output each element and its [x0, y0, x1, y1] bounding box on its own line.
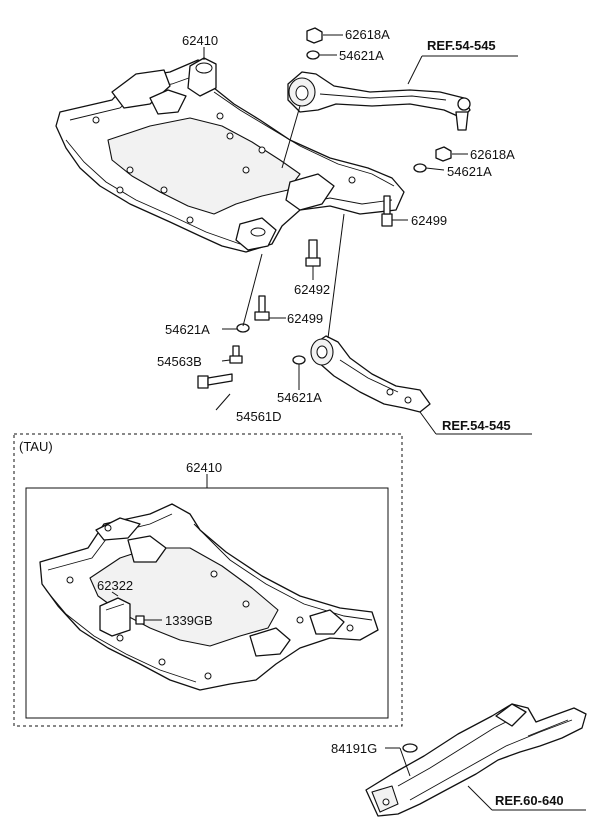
right-washer-label: 54621A: [447, 164, 492, 179]
upper-control-arm: [287, 71, 471, 131]
right-nut-icon: [435, 146, 452, 162]
subframe-label: 62410: [182, 33, 218, 48]
lower-washer-label: 54621A: [277, 390, 322, 405]
plug-icon: [402, 743, 418, 753]
right-bolt-label: 62499: [411, 213, 447, 228]
variant-bolt-label: 1339GB: [165, 613, 213, 628]
subframe-assembly: [55, 57, 405, 253]
variant-bolt-icon: [135, 615, 145, 625]
right-bolt-icon: [381, 195, 393, 227]
top-leader-lines: [203, 34, 532, 435]
left-washer-icon: [236, 323, 250, 333]
upper-washer-icon: [306, 50, 320, 60]
member-ref-label: REF.60-640: [495, 793, 564, 808]
lower-bolt-icon: [197, 373, 233, 389]
upper-arm-ref-label: REF.54-545: [427, 38, 496, 53]
side-member-assembly: [365, 703, 587, 817]
left-small-bolt-label: 54563B: [157, 354, 202, 369]
lower-arm-ref-label: REF.54-545: [442, 418, 511, 433]
variant-dashed-box: [13, 433, 403, 727]
left-washer-label: 54621A: [165, 322, 210, 337]
left-bolt-label: 62499: [287, 311, 323, 326]
lower-washer-icon: [292, 355, 306, 365]
upper-nut-label: 62618A: [345, 27, 390, 42]
upper-washer-label: 54621A: [339, 48, 384, 63]
left-bolt-icon: [254, 295, 270, 321]
variant-subframe-assembly: [39, 503, 379, 691]
lower-control-arm: [310, 335, 431, 413]
variant-bracket-label: 62322: [97, 578, 133, 593]
variant-subframe-label: 62410: [186, 460, 222, 475]
variant-bracket-icon: [99, 597, 131, 637]
center-bolt-label: 62492: [294, 282, 330, 297]
left-small-bolt-icon: [229, 345, 243, 364]
lower-bolt-label: 54561D: [236, 409, 282, 424]
center-bolt-icon: [305, 239, 321, 267]
plug-label: 84191G: [331, 741, 377, 756]
right-washer-icon: [413, 163, 427, 173]
upper-nut-icon: [306, 27, 323, 44]
right-nut-label: 62618A: [470, 147, 515, 162]
variant-title: (TAU): [19, 439, 53, 454]
